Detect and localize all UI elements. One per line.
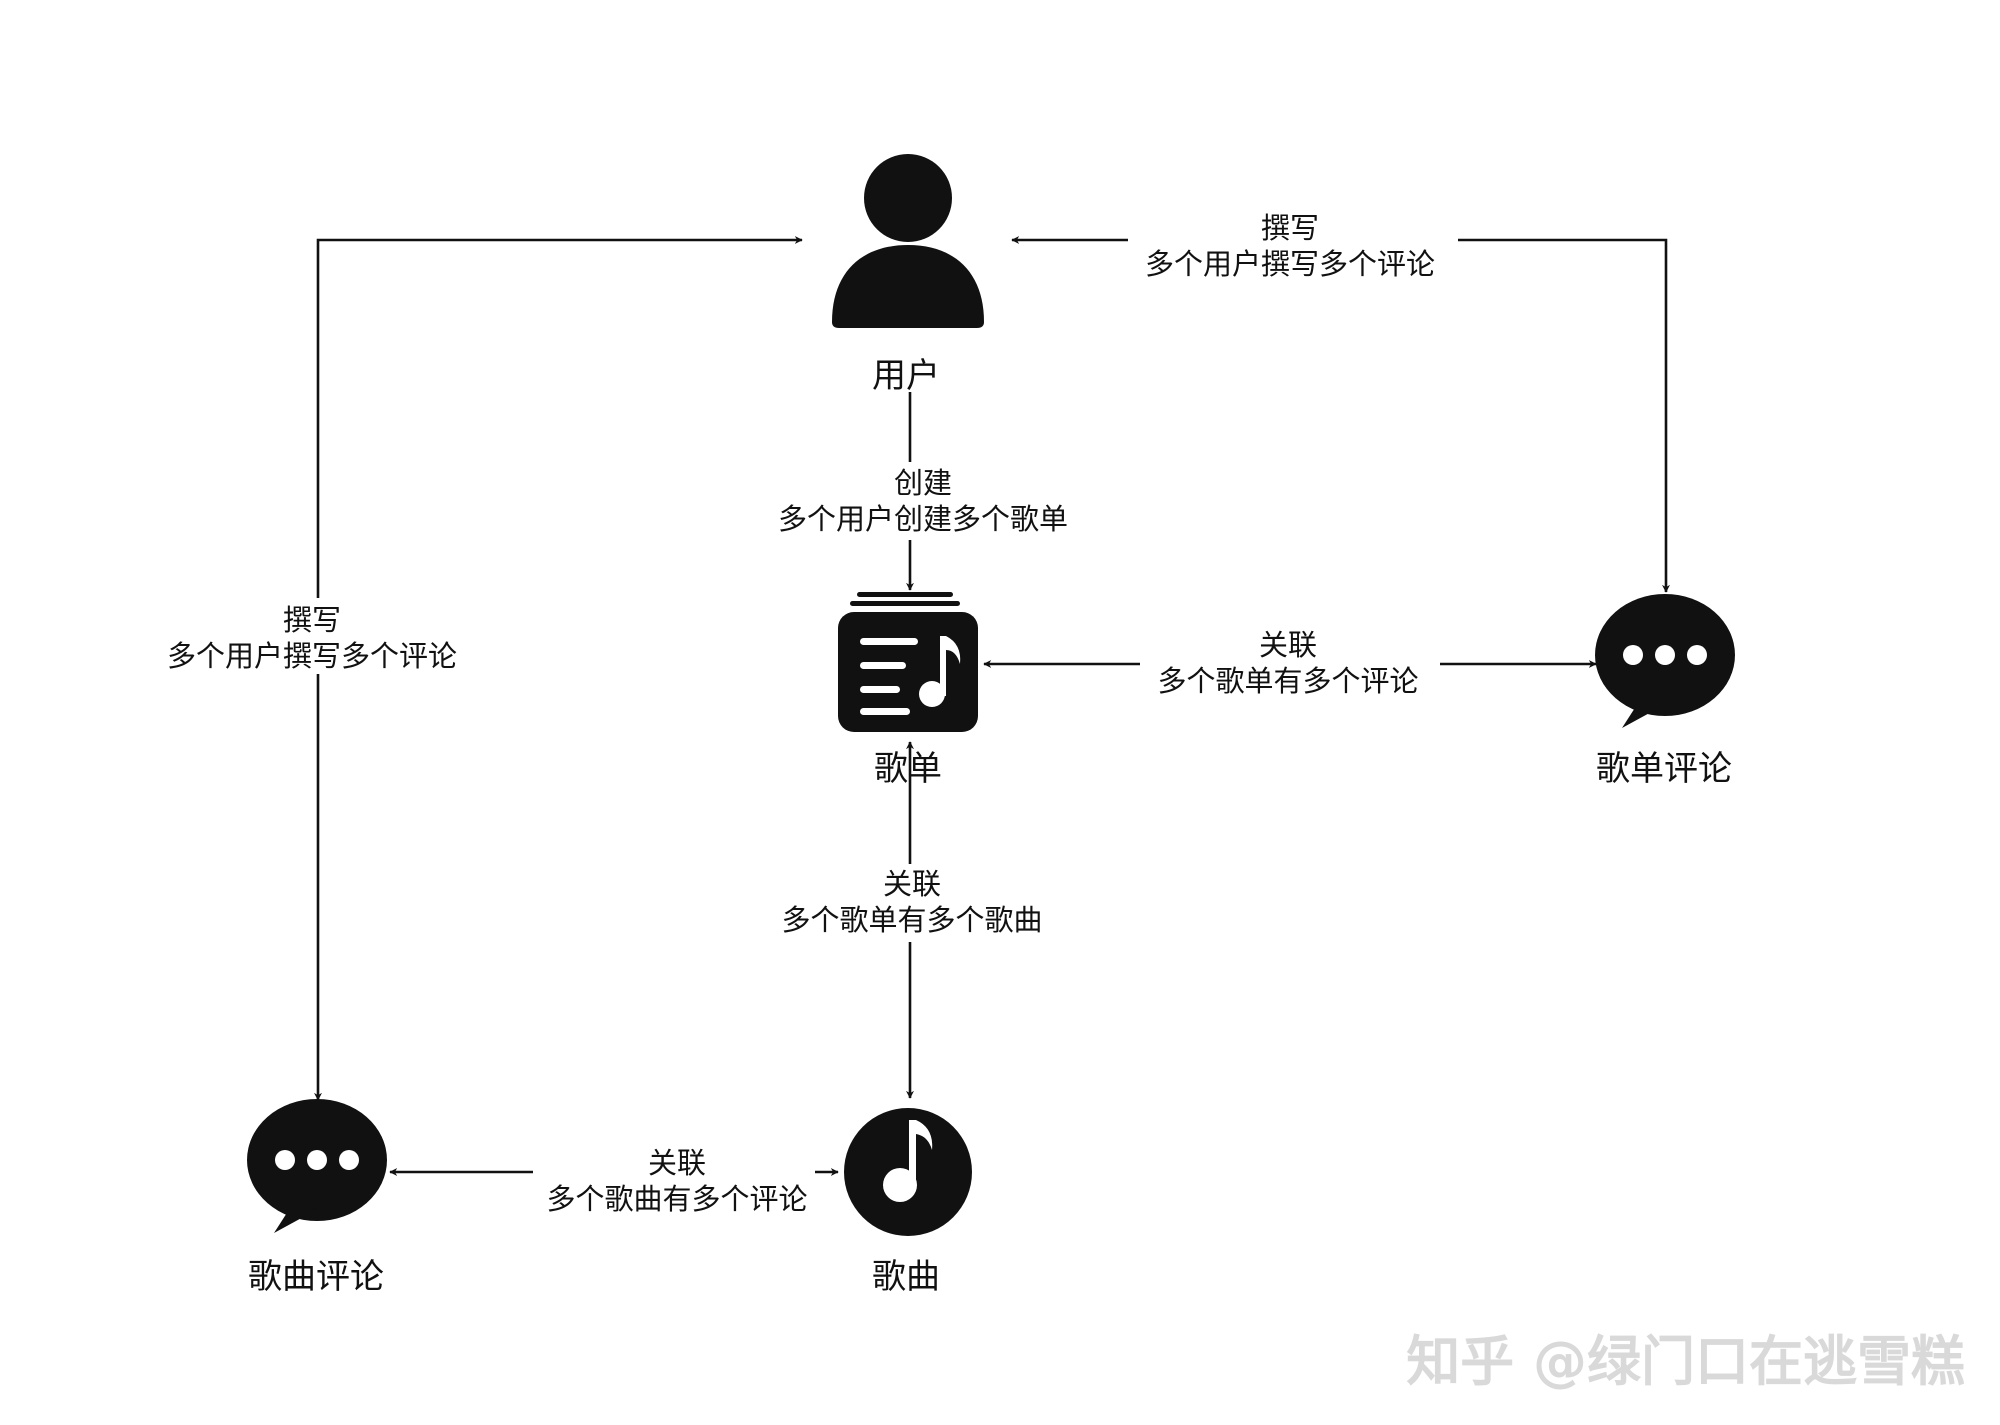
music-disc-icon xyxy=(844,1108,972,1236)
watermark: 知乎 @绿门口在逃雪糕 xyxy=(1406,1330,1965,1393)
playlist-icon xyxy=(838,592,978,732)
edge-user-playlist-detail: 多个用户创建多个歌单 xyxy=(778,502,1068,536)
edge-label-bg xyxy=(150,598,475,674)
node-song-label: 歌曲 xyxy=(872,1257,940,1297)
edge-label-bg xyxy=(533,1143,815,1221)
edge-playlist-playlist-comment-title: 关联 xyxy=(1259,628,1317,662)
node-user-label: 用户 xyxy=(872,356,940,396)
node-playlist-comment: 歌单评论 xyxy=(1595,594,1735,789)
edge-user-song-comment-title: 撰写 xyxy=(283,603,341,637)
chat-bubble-icon xyxy=(1595,594,1735,728)
edge-user-playlist: 创建 多个用户创建多个歌单 xyxy=(765,392,1085,591)
edge-song-song-comment-detail: 多个歌曲有多个评论 xyxy=(546,1182,807,1216)
node-playlist: 歌单 xyxy=(838,592,978,789)
node-playlist-comment-label: 歌单评论 xyxy=(1596,749,1732,789)
edge-playlist-song: 关联 多个歌单有多个歌曲 xyxy=(765,741,1065,1099)
node-song-comment-label: 歌曲评论 xyxy=(248,1257,384,1297)
edge-user-playlist-comment-detail: 多个用户撰写多个评论 xyxy=(1145,247,1435,281)
edge-playlist-song-detail: 多个歌单有多个歌曲 xyxy=(781,903,1042,937)
node-user: 用户 xyxy=(832,154,984,396)
node-song-comment: 歌曲评论 xyxy=(247,1099,387,1297)
edge-playlist-playlist-comment: 关联 多个歌单有多个评论 xyxy=(983,624,1597,702)
edge-label-bg xyxy=(1140,624,1440,702)
edge-playlist-song-title: 关联 xyxy=(883,867,941,901)
user-icon xyxy=(832,154,984,328)
edge-user-song-comment-line xyxy=(314,236,803,1101)
edge-playlist-playlist-comment-detail: 多个歌单有多个评论 xyxy=(1157,664,1418,698)
edge-user-playlist-comment-title: 撰写 xyxy=(1261,211,1319,245)
edge-label-bg xyxy=(765,462,1085,540)
node-playlist-label: 歌单 xyxy=(874,749,942,789)
edge-user-song-comment: 撰写 多个用户撰写多个评论 xyxy=(150,236,803,1101)
node-song: 歌曲 xyxy=(844,1108,972,1297)
chat-bubble-icon xyxy=(247,1099,387,1233)
edge-song-song-comment: 关联 多个歌曲有多个评论 xyxy=(389,1143,839,1221)
edge-label-bg xyxy=(1128,206,1458,284)
edge-user-song-comment-detail: 多个用户撰写多个评论 xyxy=(167,639,457,673)
edge-user-playlist-comment: 撰写 多个用户撰写多个评论 xyxy=(1011,206,1670,593)
edge-label-bg xyxy=(765,864,1065,942)
edge-user-playlist-comment-line xyxy=(1011,236,1670,593)
edge-song-song-comment-title: 关联 xyxy=(648,1146,706,1180)
edge-user-playlist-title: 创建 xyxy=(894,466,952,500)
